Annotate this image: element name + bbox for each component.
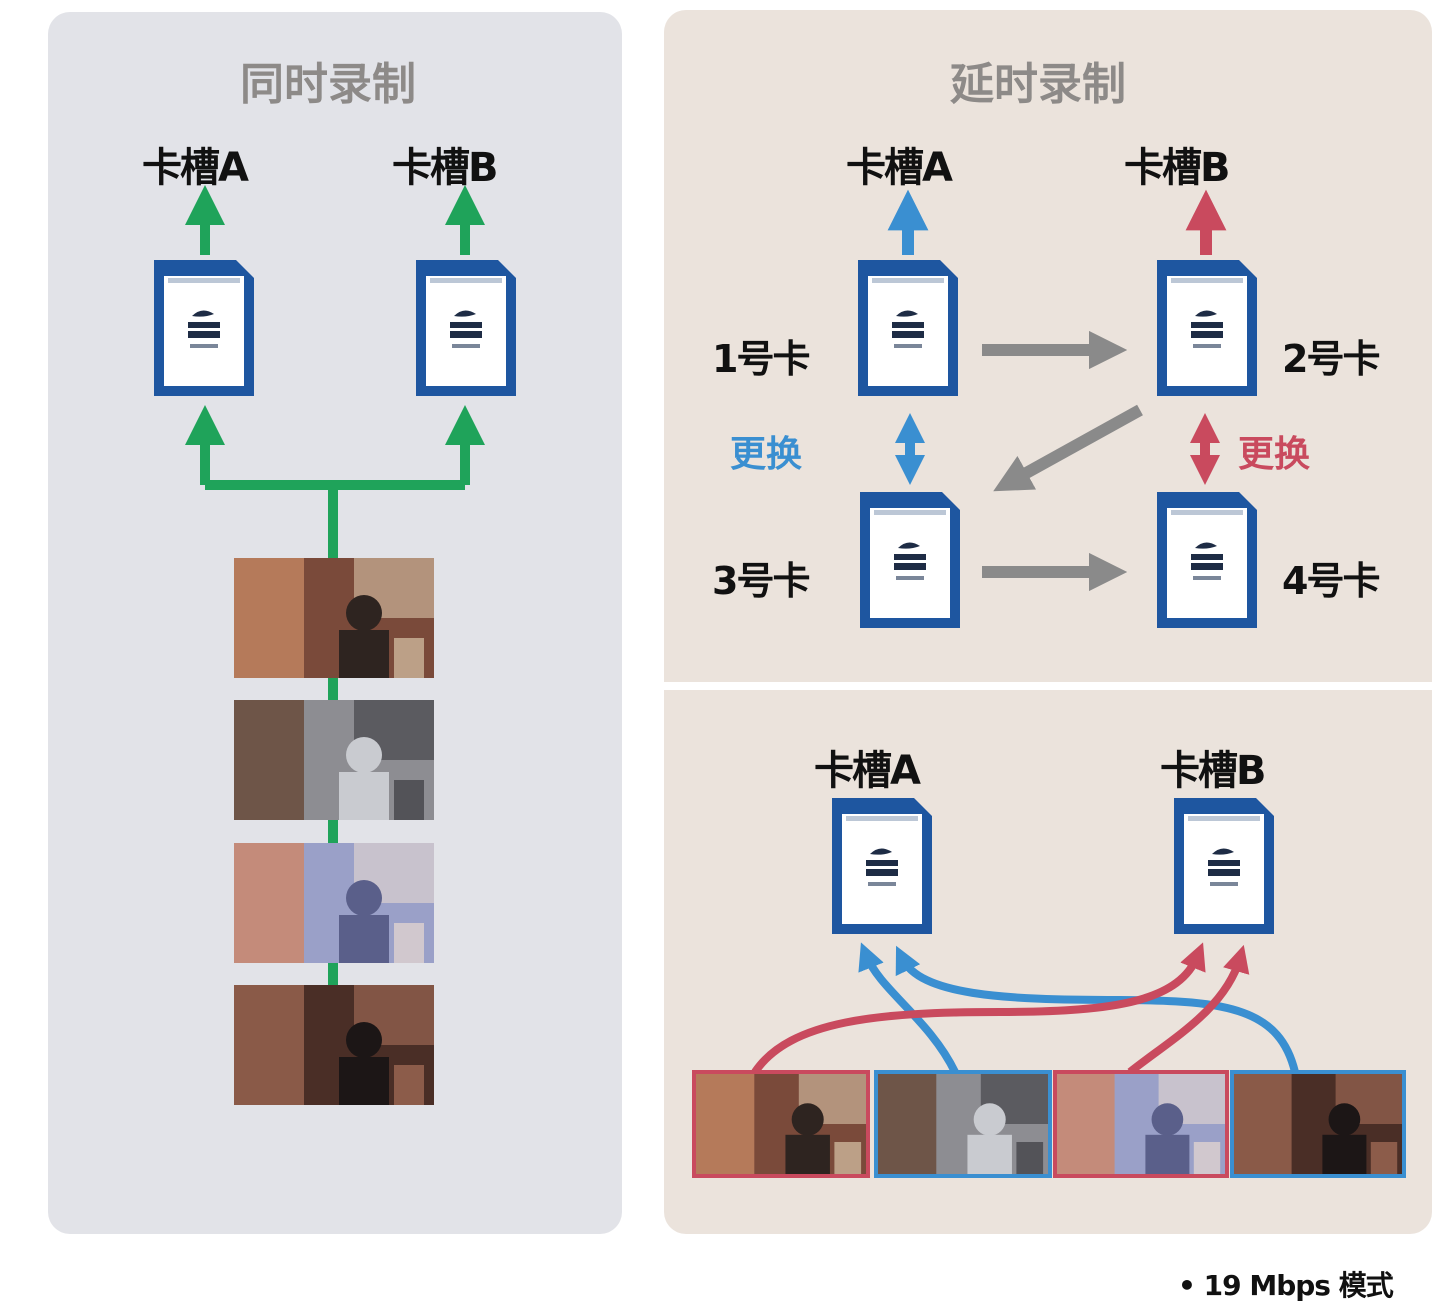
sd-card-icon (1155, 490, 1259, 630)
sim-slot-a-label: 卡槽A (142, 145, 249, 191)
video-frame-image (692, 1070, 870, 1178)
video-frame-image (234, 843, 434, 963)
mode-footnote: • 19 Mbps 模式 (1178, 1269, 1394, 1302)
dual-slot-a-label: 卡槽A (814, 748, 921, 794)
swap-label-left: 更换 (730, 434, 803, 475)
card-4-label: 4号卡 (1282, 559, 1380, 603)
video-frame-image (874, 1070, 1052, 1178)
sim-slot-b-label: 卡槽B (392, 145, 498, 191)
sd-card-icon (830, 796, 934, 936)
sd-card-icon (856, 258, 960, 398)
video-frame-image (234, 985, 434, 1105)
sd-card-icon (1172, 796, 1276, 936)
sd-card-icon (1155, 258, 1259, 398)
video-frame-image (234, 700, 434, 820)
card-2-label: 2号卡 (1282, 337, 1380, 381)
relay-title: 延时录制 (950, 59, 1126, 110)
video-frame-image (234, 558, 434, 678)
simultaneous-title: 同时录制 (240, 59, 416, 110)
sd-card-icon (414, 258, 518, 398)
dual-slot-b-label: 卡槽B (1160, 748, 1266, 794)
relay-slot-a-label: 卡槽A (846, 145, 953, 191)
sd-card-icon (858, 490, 962, 630)
sd-card-icon (152, 258, 256, 398)
video-frame-image (1053, 1070, 1229, 1178)
card-1-label: 1号卡 (712, 337, 810, 381)
swap-label-right: 更换 (1238, 434, 1311, 475)
card-3-label: 3号卡 (712, 559, 810, 603)
relay-slot-b-label: 卡槽B (1124, 145, 1230, 191)
video-frame-image (1230, 1070, 1406, 1178)
